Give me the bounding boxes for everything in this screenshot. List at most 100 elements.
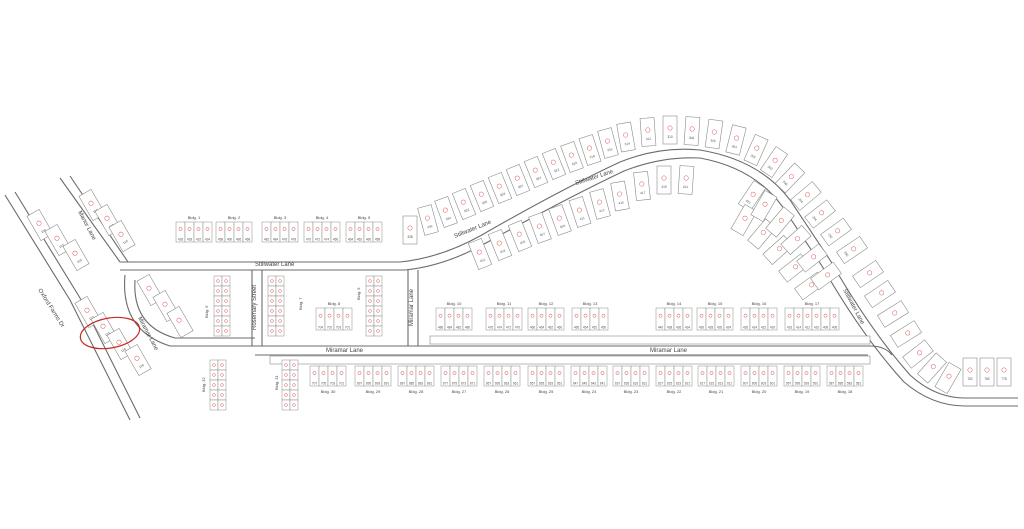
lot-number: 334 xyxy=(445,216,452,222)
lot-inner-4: 409 xyxy=(548,204,572,236)
unit-number: 613 xyxy=(718,382,724,386)
unit-marker xyxy=(813,371,818,375)
lot-number: 118 xyxy=(138,363,145,369)
lot-marker xyxy=(892,310,898,316)
unit xyxy=(829,307,840,331)
lot-inner-3: 407 xyxy=(528,212,552,244)
unit-number: 693 xyxy=(375,382,381,386)
unit-number: 456 xyxy=(574,326,580,330)
unit-marker xyxy=(548,313,553,318)
unit-number: 412 xyxy=(805,326,811,330)
unit-number: 691 xyxy=(384,382,390,386)
unit-number: 704 xyxy=(318,326,324,330)
lot-marker xyxy=(805,192,810,198)
unit-marker xyxy=(787,313,792,318)
lot-arc-21: 296 xyxy=(790,181,822,211)
lot-number: 421 xyxy=(683,185,689,189)
lot-marker xyxy=(478,191,484,197)
street-label-oxford: Oxford Farms Dr xyxy=(36,288,65,329)
unit-marker xyxy=(409,371,414,375)
lot-arc-10: 318 xyxy=(578,134,602,166)
unit-number: 474 xyxy=(324,238,330,242)
unit-marker xyxy=(220,383,224,387)
lot-inner-8: 417 xyxy=(633,171,651,201)
unit-number: 460 xyxy=(557,326,563,330)
unit-marker xyxy=(278,329,282,333)
unit-number: 452 xyxy=(592,326,598,330)
unit-number: 424 xyxy=(752,326,758,330)
unit-marker xyxy=(743,313,748,318)
unit xyxy=(373,285,383,297)
unit-marker xyxy=(709,371,714,375)
unit xyxy=(221,315,231,327)
unit xyxy=(267,295,277,307)
unit-marker xyxy=(224,309,228,313)
unit xyxy=(281,359,291,371)
unit-number: 665 xyxy=(495,382,501,386)
lot-marker xyxy=(568,152,574,158)
parking-strip xyxy=(429,335,871,345)
unit-number: 617 xyxy=(700,382,706,386)
unit-marker xyxy=(368,279,372,283)
lot-number: 294 xyxy=(811,215,818,222)
unit-marker xyxy=(376,319,380,323)
unit-number: 663 xyxy=(504,382,510,386)
lot-right-2 xyxy=(877,300,909,328)
unit-number: 420 xyxy=(770,326,776,330)
lot-inner-right2-1 xyxy=(765,206,795,238)
lot-marker xyxy=(576,207,582,213)
unit-marker xyxy=(270,299,274,303)
lot-arc-13: 312 xyxy=(639,117,657,147)
unit xyxy=(209,389,219,401)
lot-marker xyxy=(788,174,794,180)
unit xyxy=(221,275,231,287)
unit-marker xyxy=(284,393,288,397)
lot-number: 310 xyxy=(667,135,673,139)
unit-number: 667 xyxy=(486,382,492,386)
lot-number: 407 xyxy=(539,232,546,238)
unit-marker xyxy=(321,371,326,375)
building-label: Bldg. 26 xyxy=(495,389,510,394)
unit-marker xyxy=(368,309,372,313)
lot-marker xyxy=(605,138,610,144)
unit-number: 464 xyxy=(348,238,354,242)
unit-number: 466 xyxy=(236,238,242,242)
unit xyxy=(217,389,227,401)
unit xyxy=(365,325,375,337)
lot-marker xyxy=(683,175,689,181)
unit-number: 424 xyxy=(726,326,732,330)
unit xyxy=(221,295,231,307)
unit xyxy=(221,325,231,337)
unit-number: 625 xyxy=(667,382,673,386)
unit-marker xyxy=(366,371,371,375)
lot-number: 338 xyxy=(407,235,413,239)
unit-number: 476 xyxy=(282,238,288,242)
unit-marker xyxy=(270,309,274,313)
lot-number: 423 xyxy=(745,199,752,205)
lot-marker xyxy=(762,201,768,207)
building-label: Bldg. 2 xyxy=(228,215,241,220)
unit-marker xyxy=(224,279,228,283)
building-label: Bldg. 16 xyxy=(752,301,767,306)
lot-far-right-2: 778 xyxy=(996,357,1012,387)
lot-marker xyxy=(536,223,542,229)
unit-marker xyxy=(348,227,353,231)
unit-marker xyxy=(832,313,837,318)
unit-number: 643 xyxy=(591,382,597,386)
lot-arc-15: 308 xyxy=(683,116,701,146)
unit-marker xyxy=(216,319,220,323)
unit-marker xyxy=(278,289,282,293)
lot-marker xyxy=(104,215,110,221)
unit xyxy=(289,359,299,371)
unit xyxy=(381,365,392,387)
lot-far-right-0: 782 xyxy=(962,357,978,387)
unit-number: 428 xyxy=(187,238,193,242)
unit-marker xyxy=(376,279,380,283)
unit xyxy=(289,399,299,411)
lot-marker xyxy=(460,199,466,205)
unit-marker xyxy=(676,371,681,375)
